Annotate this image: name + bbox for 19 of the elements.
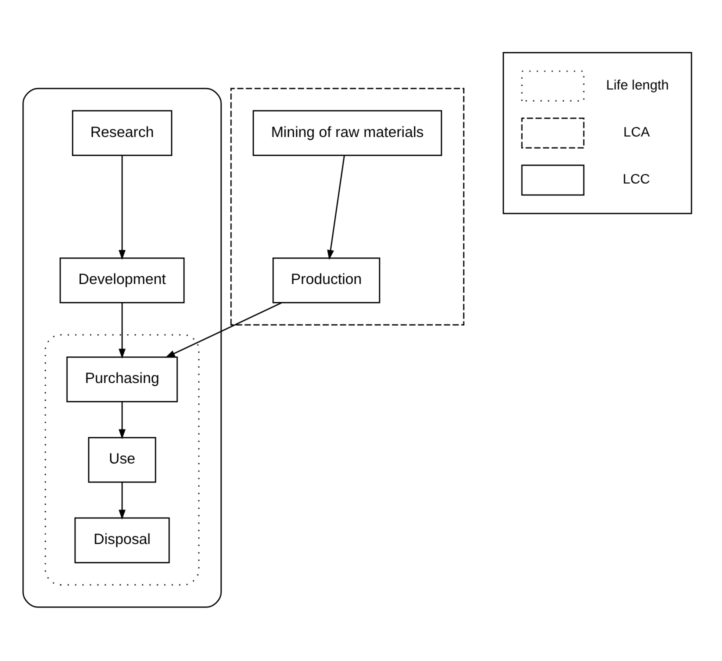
cluster xyxy=(230,88,464,326)
node-box: Use xyxy=(88,436,156,483)
arrow xyxy=(165,302,282,358)
node-box: Production xyxy=(272,257,380,304)
arrow xyxy=(327,155,345,260)
node-box: Disposal xyxy=(74,517,170,564)
legend-label: LCA xyxy=(623,124,650,140)
legend-label: LCC xyxy=(622,172,650,187)
node-box: Mining of raw materials xyxy=(252,110,442,156)
cluster xyxy=(44,334,200,586)
node-box: Research xyxy=(72,110,172,156)
legend-label: Life length xyxy=(606,78,669,92)
arrow xyxy=(118,155,126,260)
node-box: Purchasing xyxy=(66,356,178,402)
cluster xyxy=(22,88,222,608)
arrow xyxy=(118,482,126,520)
node-box: Development xyxy=(60,257,185,304)
arrow xyxy=(118,402,126,440)
arrow xyxy=(118,303,126,359)
